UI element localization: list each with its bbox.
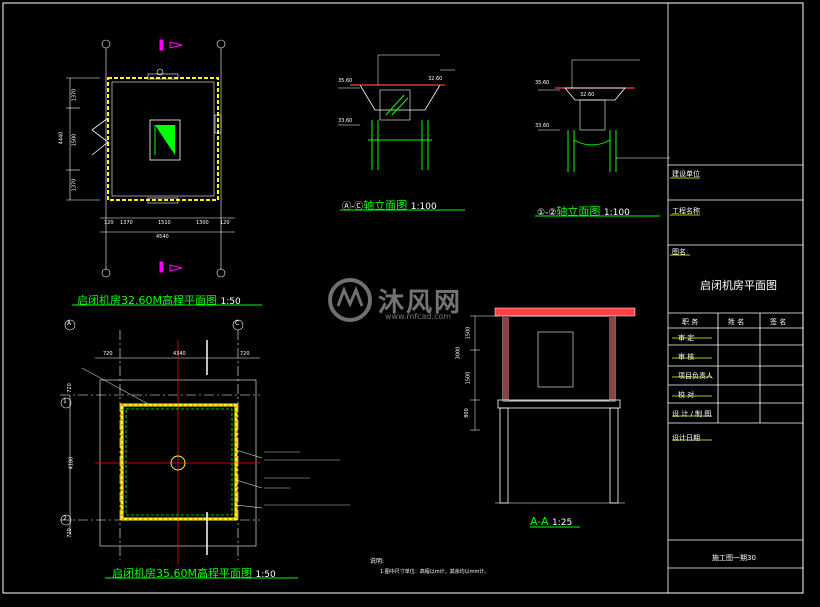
axis-label-a: A — [67, 320, 72, 327]
elevation-a-c — [338, 54, 465, 211]
tb-drawing-name: 启闭机房平面图 — [700, 279, 777, 292]
tb-col-name: 姓 名 — [728, 318, 745, 326]
tb-design-unit-label: 建设单位 — [672, 170, 700, 178]
dim-top-v-1: 1370 — [71, 88, 78, 102]
dim-top-v-3: 1370 — [71, 178, 78, 192]
tb-stage: 施工图一期30 — [712, 554, 756, 562]
elev-mark-4: 35.60 — [535, 80, 550, 86]
elev-mark-3: 32.60 — [428, 76, 443, 82]
tb-project-label: 工程名称 — [672, 207, 700, 215]
tb-row-lead: 项目负责人 — [678, 372, 713, 380]
elevation-12-title: ①-②轴立面图 1:100 — [537, 205, 630, 218]
elevation-ac-title: Ⓐ-Ⓒ轴立面图 1:100 — [342, 199, 437, 212]
axis-label-1: 1 — [63, 398, 67, 405]
plan-32-60 — [66, 39, 262, 306]
tb-col-sign: 签 名 — [770, 318, 787, 326]
elev-mark-1: 35.60 — [338, 78, 353, 84]
tb-drawing-name-label: 图名 — [672, 248, 686, 256]
tb-row-approve: 审 定 — [678, 334, 695, 342]
dim-top-4: 1300 — [196, 220, 209, 226]
dim-top-v-2: 1500 — [71, 133, 78, 147]
dim-bot-v-2: 4180 — [68, 456, 75, 470]
tb-row-date: 设计日期 — [672, 434, 700, 442]
section-a-a — [470, 307, 636, 528]
tb-row-check: 校 对 — [678, 391, 695, 399]
dim-sec-3: 1500 — [465, 371, 472, 385]
plan-top-title: 启闭机房32.60M高程平面图 1:50 — [77, 294, 241, 307]
tb-row-review: 审 核 — [678, 353, 695, 361]
dim-top-3: 1510 — [158, 220, 171, 226]
plan-bottom-title: 启闭机房35.60M高程平面图 1:50 — [112, 567, 276, 580]
title-block — [667, 3, 803, 593]
note-line: 1.图中尺寸单位：高程以m计，其余均以mm计。 — [380, 569, 490, 575]
dim-top-1: 120 — [104, 220, 114, 226]
watermark-logo — [328, 278, 372, 322]
dim-top-2: 1370 — [120, 220, 133, 226]
dim-top-v-total: 4440 — [58, 131, 65, 145]
plan-35-60 — [60, 319, 350, 579]
dim-top-total: 4540 — [156, 234, 169, 240]
section-title: A-A 1:25 — [530, 515, 573, 528]
axis-label-c: C — [235, 320, 240, 327]
tb-col-position: 职 务 — [682, 318, 699, 326]
dim-top-5: 120 — [220, 220, 230, 226]
watermark-url: www.mfcad.com — [385, 312, 452, 321]
dim-bot-1: 720 — [103, 351, 113, 357]
axis-label-2: 2 — [63, 515, 67, 522]
dim-sec-1: 3000 — [455, 346, 462, 360]
dim-sec-4: 800 — [463, 408, 470, 418]
sheet-border — [2, 2, 804, 594]
elevation-1-2 — [535, 59, 670, 217]
elev-mark-5: 33.60 — [535, 123, 550, 129]
elev-mark-2: 33.60 — [338, 118, 353, 124]
elev-mark-6: 32.60 — [580, 92, 595, 98]
dim-bot-v-1: 720 — [66, 383, 73, 393]
note-header: 说明: — [370, 558, 385, 565]
dim-bot-v-3: 720 — [66, 528, 73, 538]
tb-row-design: 设 计 / 制 图 — [672, 410, 712, 418]
dim-sec-2: 1500 — [465, 326, 472, 340]
watermark-brand: 沐风网 — [378, 288, 463, 318]
dim-bot-3: 720 — [240, 351, 250, 357]
dim-bot-2: 4340 — [173, 351, 186, 357]
